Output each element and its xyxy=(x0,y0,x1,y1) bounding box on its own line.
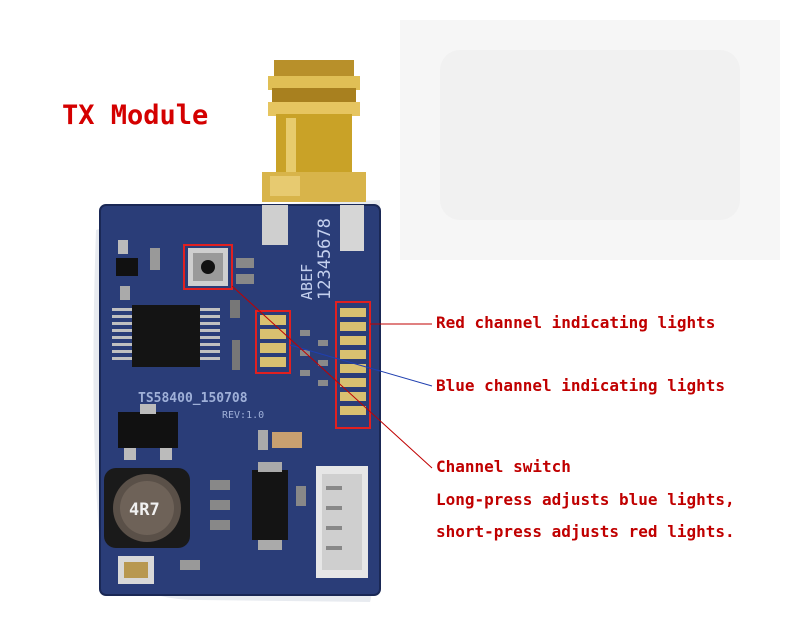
annotation-switch-short: short-press adjusts red lights. xyxy=(436,522,735,541)
annotation-blue-lights: Blue channel indicating lights xyxy=(436,376,725,395)
page-title: TX Module xyxy=(62,100,209,131)
blue-channel-leds xyxy=(255,310,291,374)
sma-connector xyxy=(262,60,366,202)
silk-digits: 12345678 xyxy=(315,218,335,300)
inductor-label: 4R7 xyxy=(129,500,160,520)
pin-header xyxy=(316,466,368,578)
channel-switch-button xyxy=(183,244,233,290)
silk-rev: REV:1.0 xyxy=(222,410,264,421)
annotation-red-lights: Red channel indicating lights xyxy=(436,313,716,332)
inductor: 4R7 xyxy=(104,468,190,548)
silk-letters: ABEF xyxy=(298,264,316,300)
leader-blue xyxy=(289,344,433,387)
annotation-switch-long: Long-press adjusts blue lights, xyxy=(436,490,735,509)
annotation-switch-title: Channel switch xyxy=(436,457,571,476)
silk-model: TS58400_150708 xyxy=(138,391,248,406)
leader-switch xyxy=(231,285,433,469)
